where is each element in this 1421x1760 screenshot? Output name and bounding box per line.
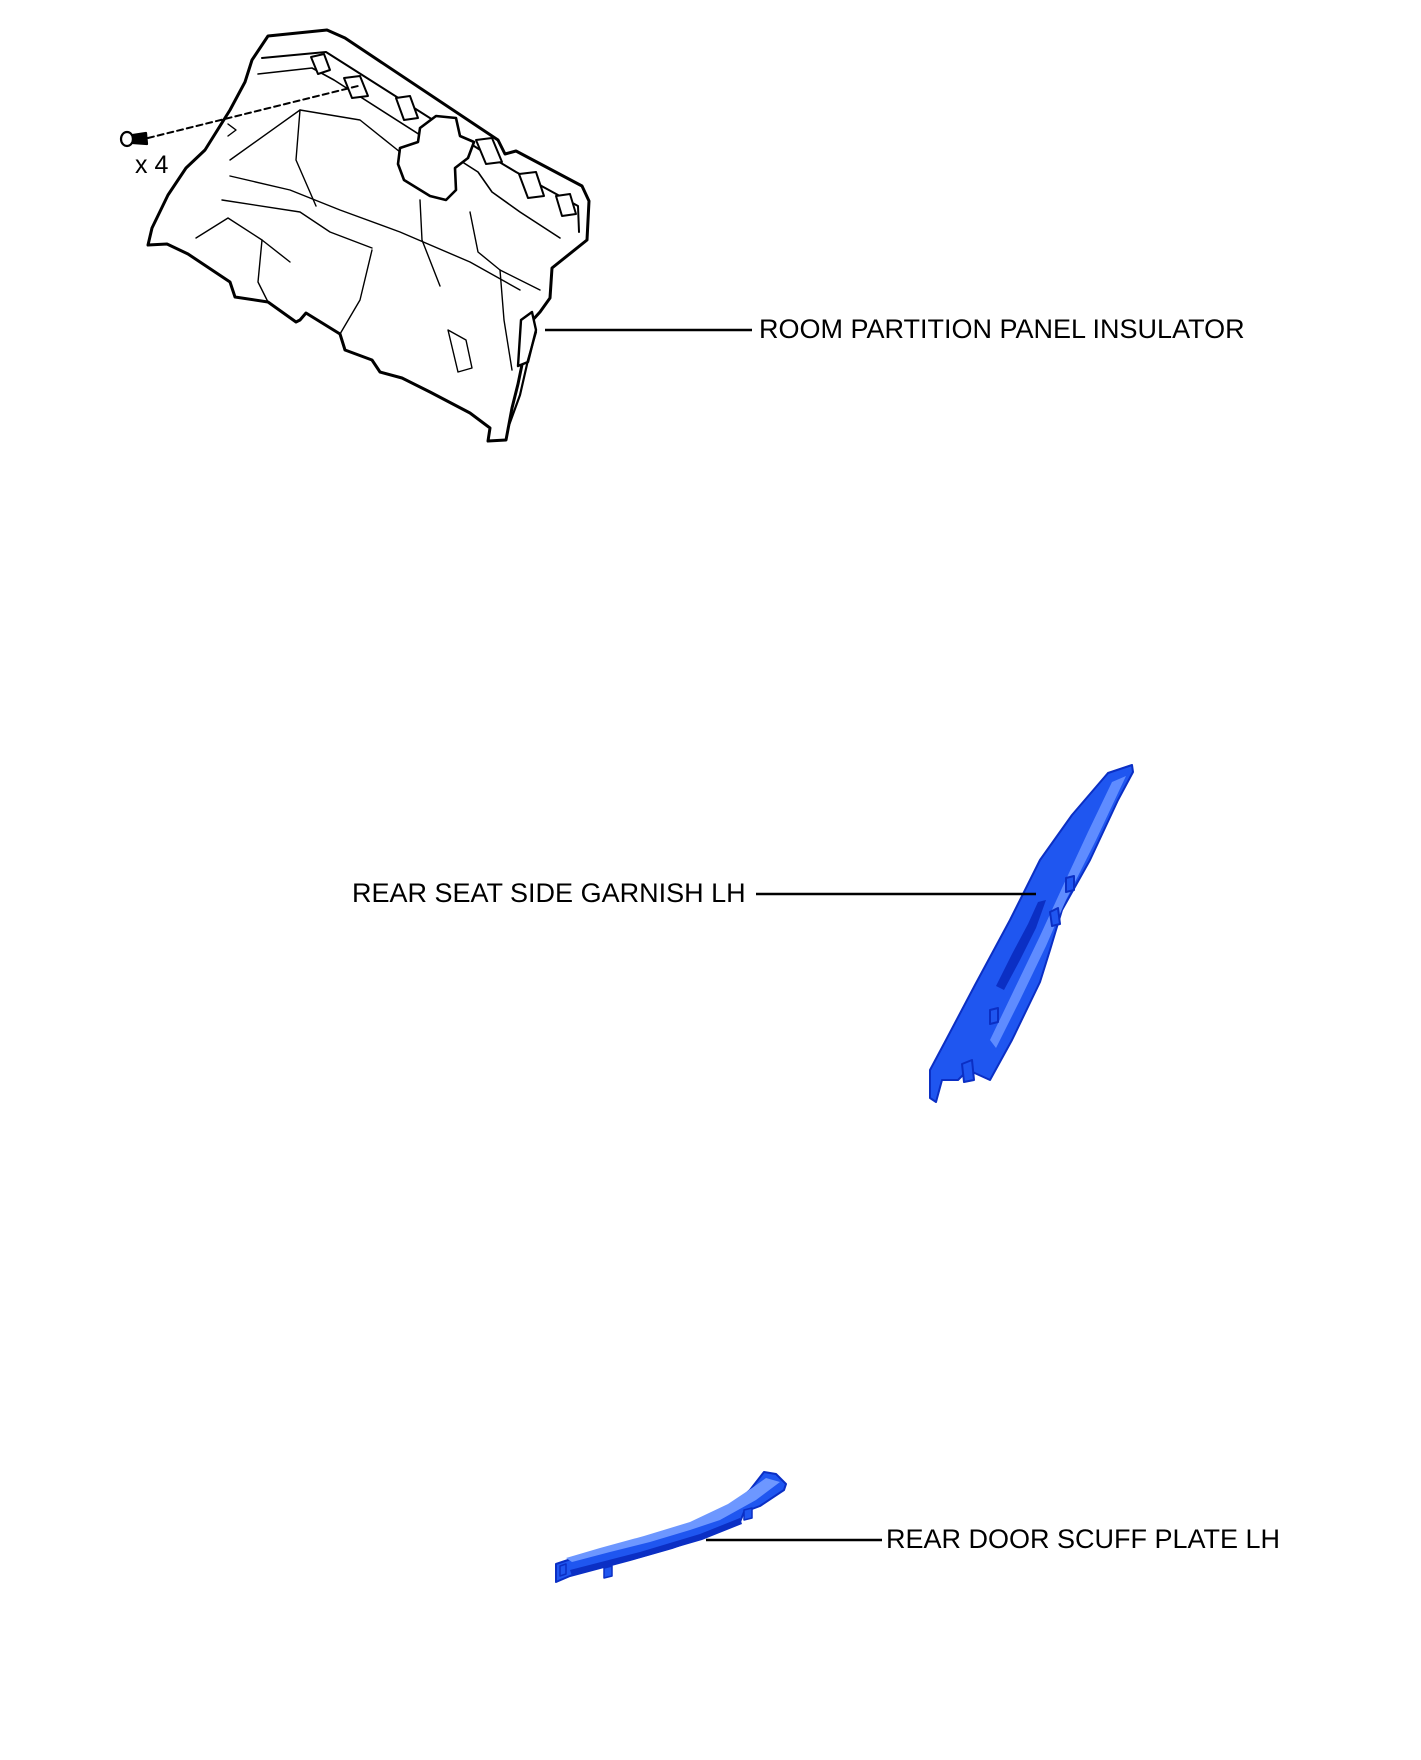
fastener-quantity-label: x 4 <box>135 151 169 179</box>
scuff-plate-highlight <box>566 1478 780 1562</box>
room-partition-panel-insulator[interactable] <box>119 28 591 443</box>
scuff-plate-label: REAR DOOR SCUFF PLATE LH <box>886 1524 1281 1554</box>
insulator-inner-edge <box>257 67 561 239</box>
rear-door-scuff-plate-lh[interactable] <box>555 1471 787 1583</box>
insulator-label: ROOM PARTITION PANEL INSULATOR <box>759 314 1245 344</box>
insulator-right-edge <box>506 330 538 430</box>
scuff-plate-clips <box>559 1507 753 1579</box>
clip-fastener-icon <box>119 130 149 148</box>
insulator-outline <box>146 28 591 443</box>
insulator-clip-pockets <box>310 53 577 217</box>
garnish-clips <box>961 875 1075 1083</box>
insulator-top-flange <box>261 51 580 233</box>
scuff-plate-shadow <box>570 1518 742 1576</box>
garnish-shadow-strip <box>996 900 1046 990</box>
garnish-label: REAR SEAT SIDE GARNISH LH <box>352 878 746 908</box>
rear-seat-side-garnish-lh[interactable] <box>929 764 1134 1103</box>
insulator-center-tab <box>396 114 476 202</box>
insulator-contours <box>195 109 541 373</box>
fastener-leader-dashed <box>147 85 359 139</box>
